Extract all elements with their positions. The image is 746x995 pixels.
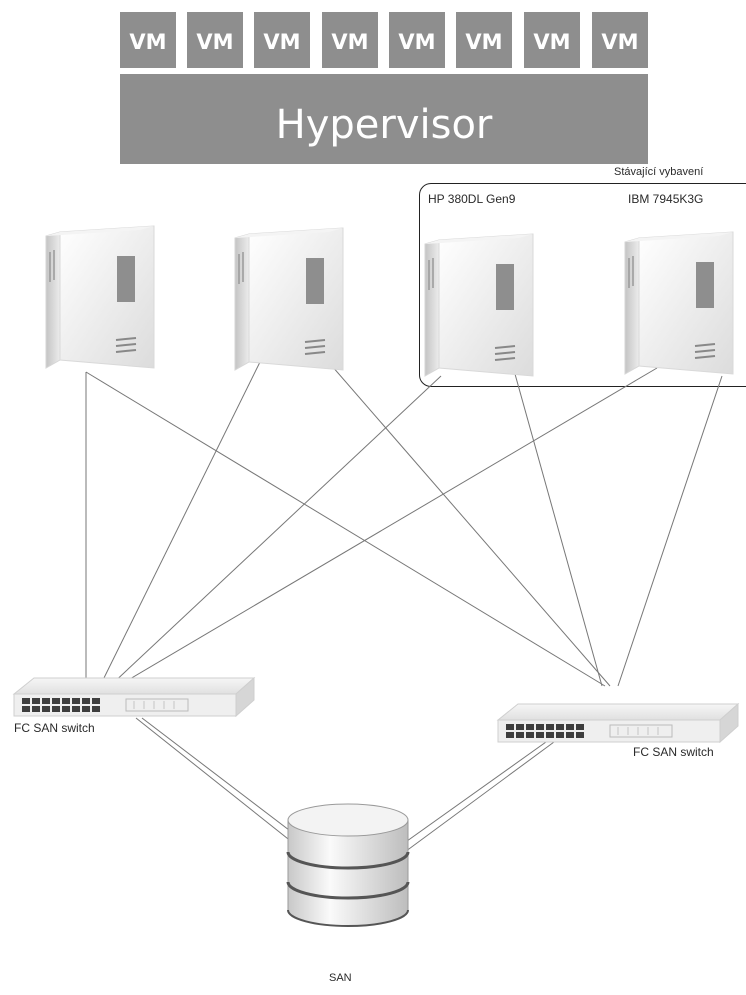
- server-label-ibm: IBM 7945K3G: [628, 192, 704, 206]
- fc-san-switch-left: [12, 676, 256, 718]
- server-tower: [45, 225, 155, 369]
- server-tower-ibm: [624, 231, 734, 375]
- san-label: SAN: [329, 972, 352, 984]
- switch-label-right: FC SAN switch: [633, 745, 714, 759]
- server-tower-hp: [424, 233, 534, 377]
- vm-block: VM: [456, 12, 512, 68]
- server-tower: [234, 227, 344, 371]
- switch-label-left: FC SAN switch: [14, 721, 95, 735]
- existing-equipment-group: [419, 183, 746, 387]
- fc-san-switch-right: [496, 702, 740, 744]
- vm-block: VM: [322, 12, 378, 68]
- existing-equipment-label: Stávající vybavení: [614, 166, 704, 178]
- vm-block: VM: [254, 12, 310, 68]
- vm-block: VM: [120, 12, 176, 68]
- hypervisor-bar: Hypervisor: [120, 74, 648, 164]
- vm-block: VM: [592, 12, 648, 68]
- connection-lines: [85, 357, 723, 861]
- vm-block: VM: [524, 12, 580, 68]
- san-storage: [286, 803, 410, 927]
- vm-block: VM: [389, 12, 445, 68]
- vm-block: VM: [187, 12, 243, 68]
- server-label-hp: HP 380DL Gen9: [428, 192, 516, 206]
